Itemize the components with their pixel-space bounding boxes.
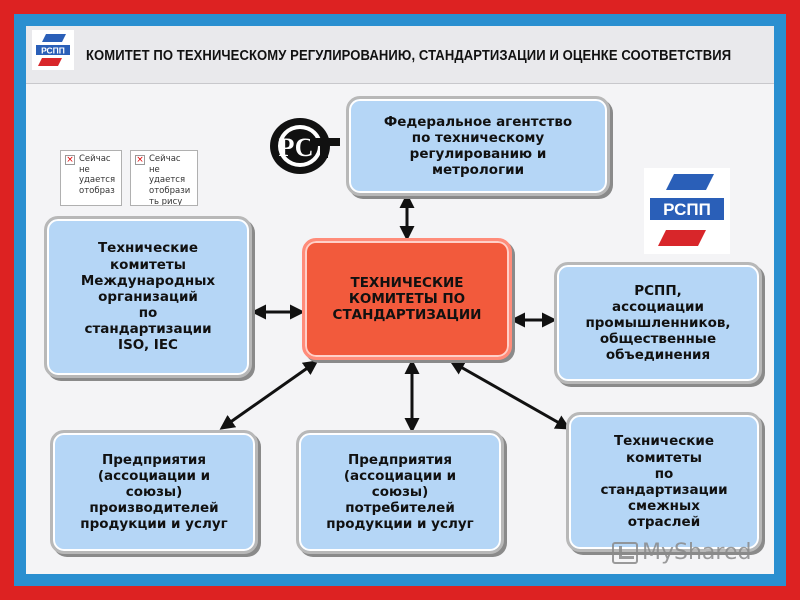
node-federal-agency: Федеральное агентство по техническому ре… <box>346 96 610 196</box>
broken-image-icon: × <box>135 155 145 165</box>
broken-image-placeholder: × Сейчас не удается отобраз <box>60 150 122 206</box>
node-consumers: Предприятия (ассоциации и союзы) потреби… <box>296 430 504 554</box>
page-title: КОМИТЕТ ПО ТЕХНИЧЕСКОМУ РЕГУЛИРОВАНИЮ, С… <box>86 48 732 64</box>
svg-text:РС: РС <box>279 133 314 162</box>
node-rspp-associations: РСПП, ассоциации промышленников, обществ… <box>554 262 762 384</box>
node-rspp-associations-label: РСПП, ассоциации промышленников, обществ… <box>585 282 731 364</box>
rspp-logo-text: РСПП <box>41 46 65 56</box>
placeholder-text: Сейчас не удается отобрази ть рису <box>149 154 191 206</box>
node-international-organizations: Технические комитеты Международных орган… <box>44 216 252 378</box>
placeholder-text: Сейчас не удается отобраз <box>79 154 116 196</box>
node-producers: Предприятия (ассоциации и союзы) произво… <box>50 430 258 554</box>
node-related-industries: Технические комитеты по стандартизации с… <box>566 412 762 552</box>
node-federal-agency-label: Федеральное агентство по техническому ре… <box>383 113 573 179</box>
watermark-logo-icon <box>612 541 638 564</box>
gost-certification-icon: РС <box>270 118 340 174</box>
rspp-logo-icon: РСПП <box>32 30 74 70</box>
rspp-large-logo-text: РСПП <box>663 200 711 219</box>
watermark-text: MyShared <box>642 540 752 565</box>
broken-image-icon: × <box>65 155 75 165</box>
node-producers-label: Предприятия (ассоциации и союзы) произво… <box>80 451 228 533</box>
node-technical-committees-label: ТЕХНИЧЕСКИЕ КОМИТЕТЫ ПО СТАНДАРТИЗАЦИИ <box>332 274 482 324</box>
node-consumers-label: Предприятия (ассоциации и союзы) потреби… <box>326 451 474 533</box>
broken-image-placeholder: × Сейчас не удается отобрази ть рису <box>130 150 198 206</box>
header-bar <box>26 26 774 84</box>
node-international-organizations-label: Технические комитеты Международных орган… <box>80 240 216 354</box>
node-related-industries-label: Технические комитеты по стандартизации с… <box>600 433 728 531</box>
node-technical-committees: ТЕХНИЧЕСКИЕ КОМИТЕТЫ ПО СТАНДАРТИЗАЦИИ <box>302 238 512 360</box>
watermark: MyShared <box>612 540 751 565</box>
rspp-large-logo-icon: РСПП <box>644 168 730 254</box>
